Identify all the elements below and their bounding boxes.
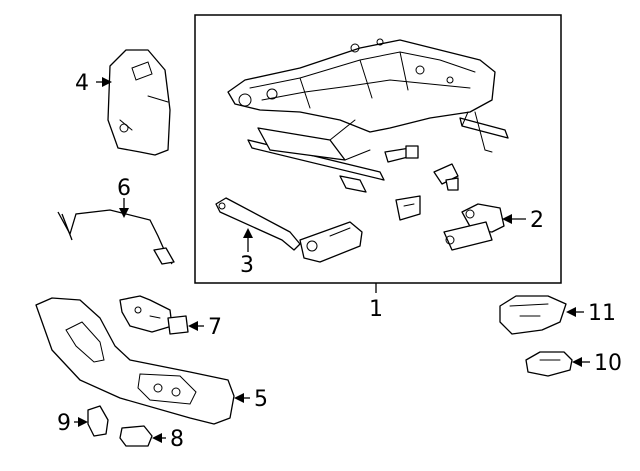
callout-11: 11 [588, 301, 616, 326]
callout-9: 9 [57, 411, 71, 436]
callout-4: 4 [75, 71, 89, 96]
knob-part-9 [87, 405, 109, 437]
bracket-part-11 [499, 295, 567, 335]
callout-1: 1 [369, 297, 383, 322]
callout-7: 7 [208, 315, 222, 340]
side-panel-part-5 [35, 297, 235, 425]
callout-2: 2 [530, 208, 544, 233]
lever-motor-part-3 [215, 197, 363, 263]
callout-8: 8 [170, 427, 184, 452]
switch-part-7 [119, 295, 189, 335]
motor-part-2 [443, 203, 505, 251]
callout-3: 3 [240, 253, 254, 278]
callout-10: 10 [594, 351, 622, 376]
cover-part-4 [107, 49, 171, 156]
rod-part-6 [57, 209, 175, 265]
callout-5: 5 [254, 387, 268, 412]
seat-frame-assembly-box [194, 14, 562, 284]
callout-6: 6 [117, 176, 131, 201]
seat-frame-part [227, 38, 509, 221]
connector-part-10 [525, 351, 573, 377]
knob-part-8 [119, 425, 153, 447]
